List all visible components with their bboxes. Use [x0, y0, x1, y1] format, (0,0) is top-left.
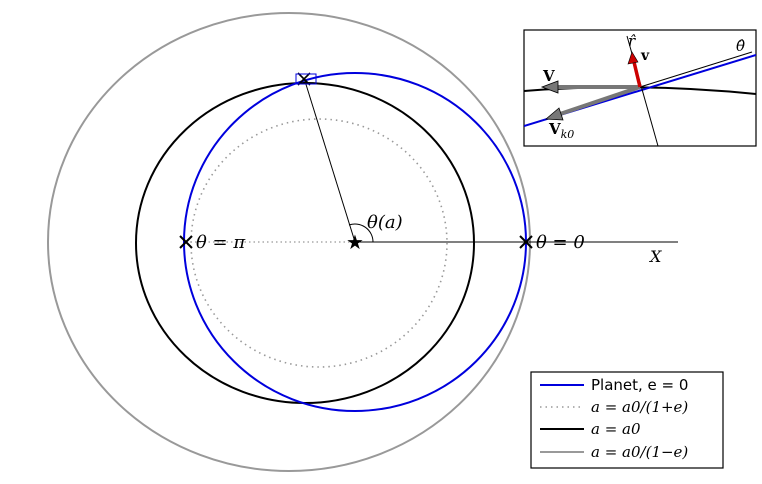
- marker-left-cross-icon: [179, 235, 193, 249]
- theta-arc: [348, 223, 374, 243]
- legend-label-planet: Planet, e = 0: [591, 376, 688, 394]
- inset-v-red-arrowhead: [627, 51, 639, 65]
- legend-label-black: a = a0: [591, 420, 641, 438]
- orbit-small-dotted: [190, 118, 448, 368]
- inset-source-box: [295, 73, 317, 85]
- label-theta-a: θ(a): [367, 212, 403, 233]
- star-icon: ★: [346, 230, 364, 254]
- inset-zoom-panel: r̂ θ̂ v V Vk0: [523, 29, 757, 147]
- label-theta-pi: θ = π: [196, 232, 246, 253]
- radius-line: [303, 77, 356, 243]
- inset-label-V-big: V: [542, 67, 555, 85]
- inset-label-r-hat: r̂: [628, 32, 636, 50]
- marker-right-cross-icon: [519, 235, 533, 249]
- inset-Vk0-arrow: [559, 85, 641, 116]
- inset-label-theta-hat: θ̂: [736, 37, 745, 55]
- marker-top-cross-icon: [297, 72, 311, 86]
- label-theta-zero: θ = 0: [536, 232, 585, 253]
- inset-label-v-small: v: [640, 48, 650, 64]
- inset-v-red-arrow: [632, 61, 642, 88]
- legend-label-gray: a = a0/(1−e): [591, 443, 688, 461]
- inset-theta-hat-line: [639, 51, 753, 88]
- inset-label-Vk0: Vk0: [548, 120, 574, 141]
- inset-V-arrowhead: [540, 80, 559, 94]
- legend-label-dotted: a = a0/(1+e): [591, 398, 688, 416]
- inset-Vk0-arrowhead: [544, 107, 564, 121]
- label-x-axis: X: [648, 247, 662, 266]
- legend: Planet, e = 0 a = a0/(1+e) a = a0 a = a0…: [530, 371, 724, 469]
